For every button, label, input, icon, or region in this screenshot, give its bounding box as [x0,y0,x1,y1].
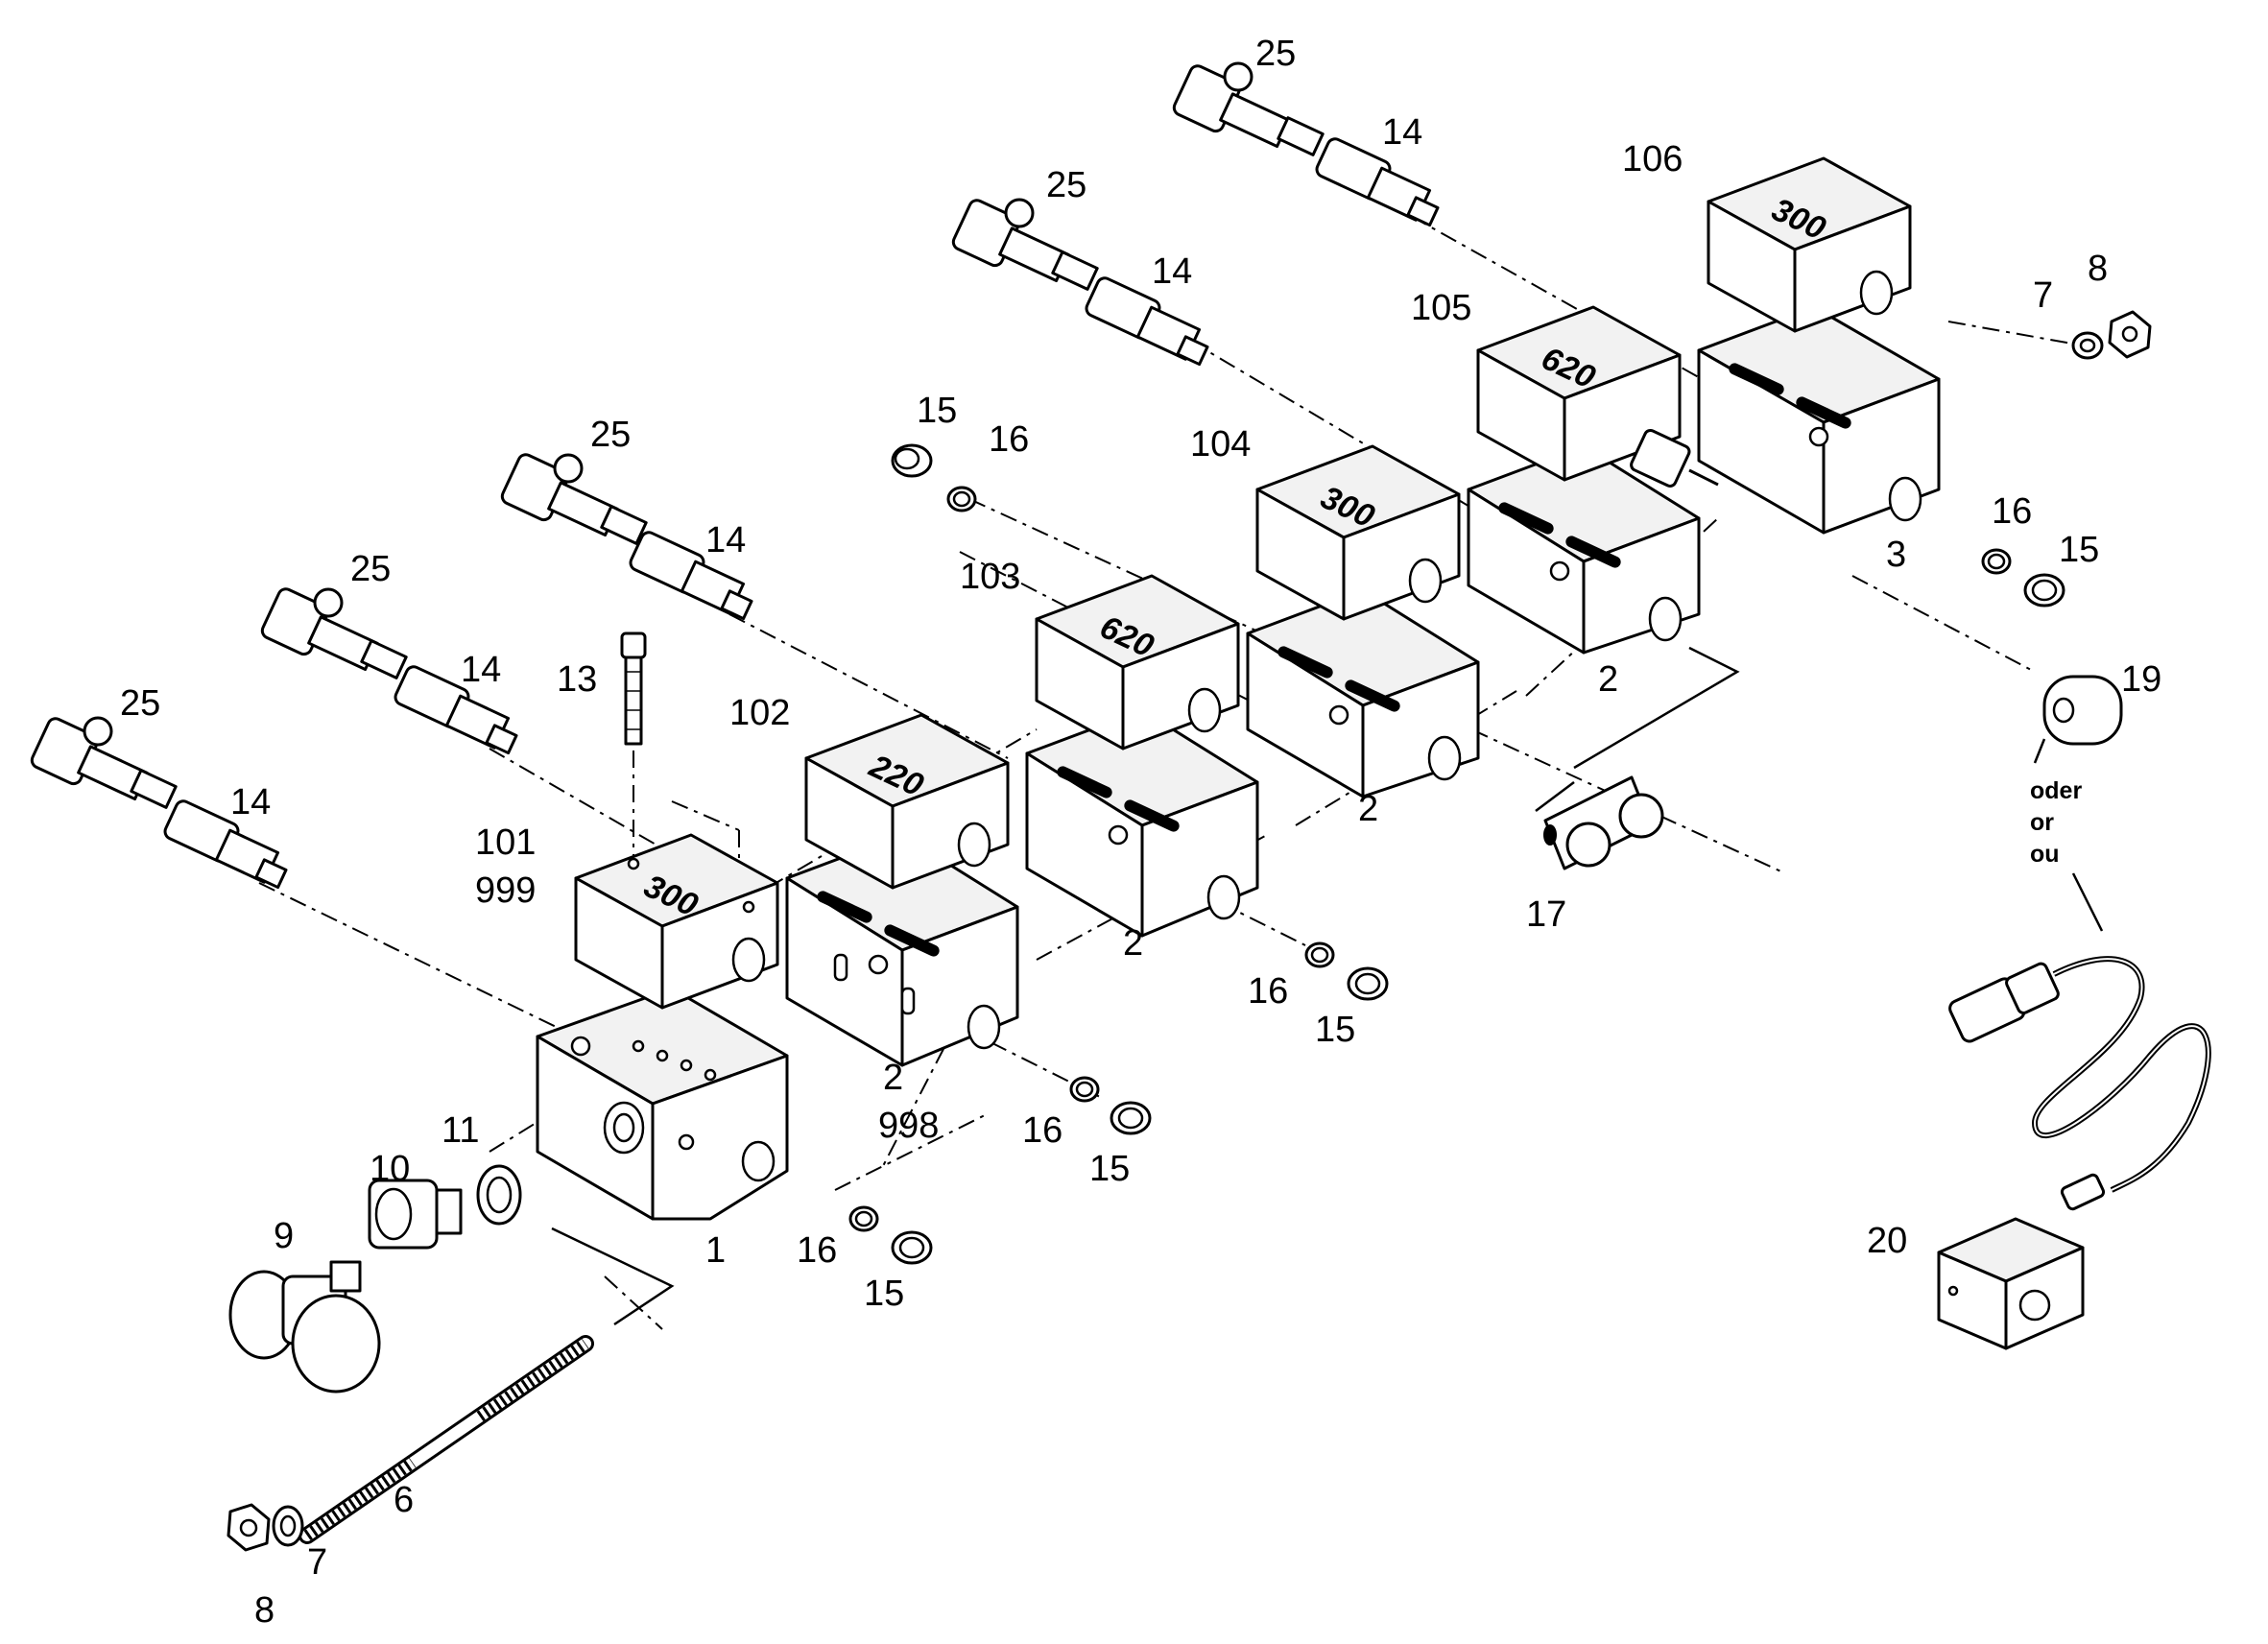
callout-3: 3 [1886,535,1906,575]
cap-screw-13 [620,631,647,746]
seal-16-a [946,486,977,512]
valve-fitting-25-d [260,587,408,679]
callout-8: 8 [254,1590,275,1631]
callout-999: 999 [475,870,536,911]
callout-16: 16 [1992,491,2032,532]
connector-fitting-14-b [1085,276,1209,367]
callout-25: 25 [590,415,631,455]
callout-10: 10 [370,1149,410,1189]
spacer-block-105: 620 [1476,305,1682,482]
nut-8-a [2108,310,2152,359]
callout-16: 16 [797,1230,837,1271]
callout-25: 25 [1255,34,1296,74]
spacer-block-103: 620 [1035,574,1240,751]
seal-11 [476,1164,522,1226]
callout-104: 104 [1190,424,1251,465]
callout-106: 106 [1622,139,1683,179]
base-block-1 [536,987,789,1221]
plug-15-e [891,1230,933,1265]
connector-fitting-14-a [1315,137,1440,227]
spacer-block-101: 300 [574,833,779,1010]
valve-plate-2-b [1025,708,1259,938]
note-or: or [2030,809,2054,836]
callout-14: 14 [705,520,746,560]
note-oder: oder [2030,777,2082,804]
callout-14: 14 [461,650,501,690]
callout-13: 13 [557,659,597,700]
callout-9: 9 [274,1216,294,1256]
callout-7: 7 [2033,275,2053,316]
nut-8-b [227,1503,271,1552]
callout-2: 2 [1598,659,1618,700]
cap-19 [2042,675,2123,746]
connector-fitting-14-e [163,799,288,890]
seal-16-e [848,1205,879,1232]
callout-11: 11 [442,1110,479,1151]
pressure-sensor [1630,428,1719,488]
callout-103: 103 [960,557,1020,597]
valve-plate-2-c [1246,588,1480,798]
valve-plate-2-d [1467,444,1701,655]
connector-fitting-14-c [629,531,753,621]
valve-fitting-25-c [500,453,648,545]
end-plate-3 [1697,305,1941,535]
adapter-10 [368,1179,463,1250]
valve-fitting-25-e [30,716,178,809]
callout-15: 15 [864,1274,904,1314]
callout-14: 14 [1382,112,1422,153]
tie-rod-6 [298,1335,594,1544]
plug-15-a [891,443,933,478]
callout-1: 1 [705,1230,726,1271]
seal-16-c [1304,941,1335,968]
callout-2: 2 [1358,789,1378,829]
plug-15-c [1347,966,1389,1001]
callout-102: 102 [729,693,790,733]
washer-7-a [2071,331,2104,360]
callout-25: 25 [1046,165,1086,205]
callout-25: 25 [120,683,160,724]
callout-101: 101 [475,822,536,863]
callout-2: 2 [1123,923,1143,964]
spacer-block-106: 300 [1707,156,1912,333]
washer-7-b [272,1505,304,1547]
seal-16-b [1981,548,2012,575]
cable-assembly [1948,956,2211,1211]
callout-105: 105 [1411,288,1471,328]
valve-fitting-25-a [1172,61,1325,156]
callout-19: 19 [2121,659,2161,700]
callout-998: 998 [878,1106,939,1146]
callout-25: 25 [350,549,391,589]
callout-15: 15 [1089,1149,1130,1189]
blanking-plate-17 [1543,775,1664,870]
connector-lines [551,646,2104,1326]
connector-fitting-14-d [394,665,518,755]
spacer-block-102: 220 [804,713,1010,890]
callout-17: 17 [1526,894,1566,935]
spacer-block-104: 300 [1255,444,1461,621]
callout-20: 20 [1867,1221,1907,1261]
callout-labels: 25 14 106 7 8 25 14 105 15 16 104 25 14 … [120,34,2161,1631]
callout-15: 15 [1315,1010,1355,1050]
alternative-note: oder or ou [2030,777,2082,868]
callout-15: 15 [917,391,957,431]
callout-8: 8 [2088,249,2108,289]
elbow-fitting-9 [228,1260,381,1394]
callout-16: 16 [1022,1110,1062,1151]
callout-16: 16 [1248,971,1288,1012]
note-ou: ou [2030,841,2060,868]
callout-2: 2 [883,1058,903,1098]
seal-16-d [1069,1076,1100,1103]
callout-14: 14 [1152,251,1192,292]
callout-15: 15 [2059,530,2099,570]
solenoid-20 [1937,1217,2085,1350]
plug-15-d [1110,1101,1152,1135]
valve-plate-2-a [785,833,1019,1067]
valve-fitting-25-b [951,198,1099,291]
plug-15-b [2023,573,2065,608]
callout-16: 16 [989,419,1029,460]
callout-14: 14 [230,782,271,822]
callout-6: 6 [394,1480,414,1520]
callout-7: 7 [307,1542,327,1583]
